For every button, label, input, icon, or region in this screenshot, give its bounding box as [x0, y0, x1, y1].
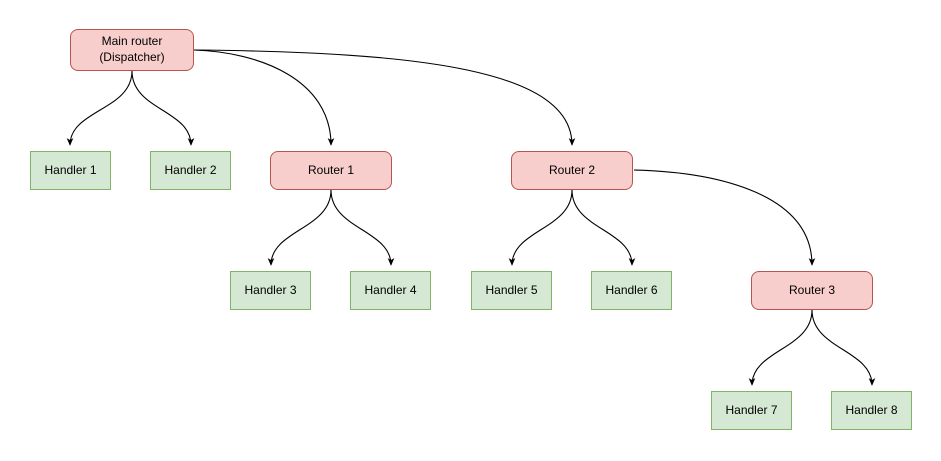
edge-r2-to-h5 [508, 189, 573, 266]
edge-main-to-r2 [193, 49, 576, 146]
node-h6[interactable]: Handler 6 [591, 271, 672, 310]
node-h1-label: Handler 1 [44, 162, 97, 177]
node-r2[interactable]: Router 2 [511, 151, 633, 190]
edge-r3-to-h8 [811, 309, 876, 386]
edge-main-to-r1 [193, 49, 335, 146]
edge-r2-to-r3 [633, 169, 816, 266]
node-main-label: Main router (Dispatcher) [99, 34, 165, 64]
node-main[interactable]: Main router (Dispatcher) [70, 29, 194, 71]
node-h2-label: Handler 2 [164, 162, 217, 177]
node-r1[interactable]: Router 1 [270, 151, 392, 190]
node-h2[interactable]: Handler 2 [150, 151, 231, 190]
edge-r2-to-h6 [571, 189, 636, 266]
edges-group [66, 49, 876, 386]
node-r1-label: Router 1 [307, 162, 355, 177]
edge-main-to-h1 [66, 70, 133, 146]
node-r3-label: Router 3 [788, 282, 836, 297]
node-r3[interactable]: Router 3 [751, 271, 873, 310]
edge-main-to-h2 [131, 70, 195, 146]
node-h7-label: Handler 7 [725, 402, 778, 417]
node-h6-label: Handler 6 [605, 282, 658, 297]
node-h5-label: Handler 5 [485, 282, 538, 297]
node-r2-label: Router 2 [548, 162, 596, 177]
edge-r1-to-h4 [330, 189, 395, 266]
node-h4[interactable]: Handler 4 [350, 271, 431, 310]
node-h5[interactable]: Handler 5 [471, 271, 552, 310]
node-h4-label: Handler 4 [364, 282, 417, 297]
node-h8[interactable]: Handler 8 [831, 391, 912, 430]
node-h3-label: Handler 3 [244, 282, 297, 297]
node-h8-label: Handler 8 [845, 402, 898, 417]
node-h1[interactable]: Handler 1 [30, 151, 111, 190]
edge-r1-to-h3 [267, 189, 332, 266]
node-h7[interactable]: Handler 7 [711, 391, 792, 430]
edge-r3-to-h7 [748, 309, 813, 386]
node-h3[interactable]: Handler 3 [230, 271, 311, 310]
